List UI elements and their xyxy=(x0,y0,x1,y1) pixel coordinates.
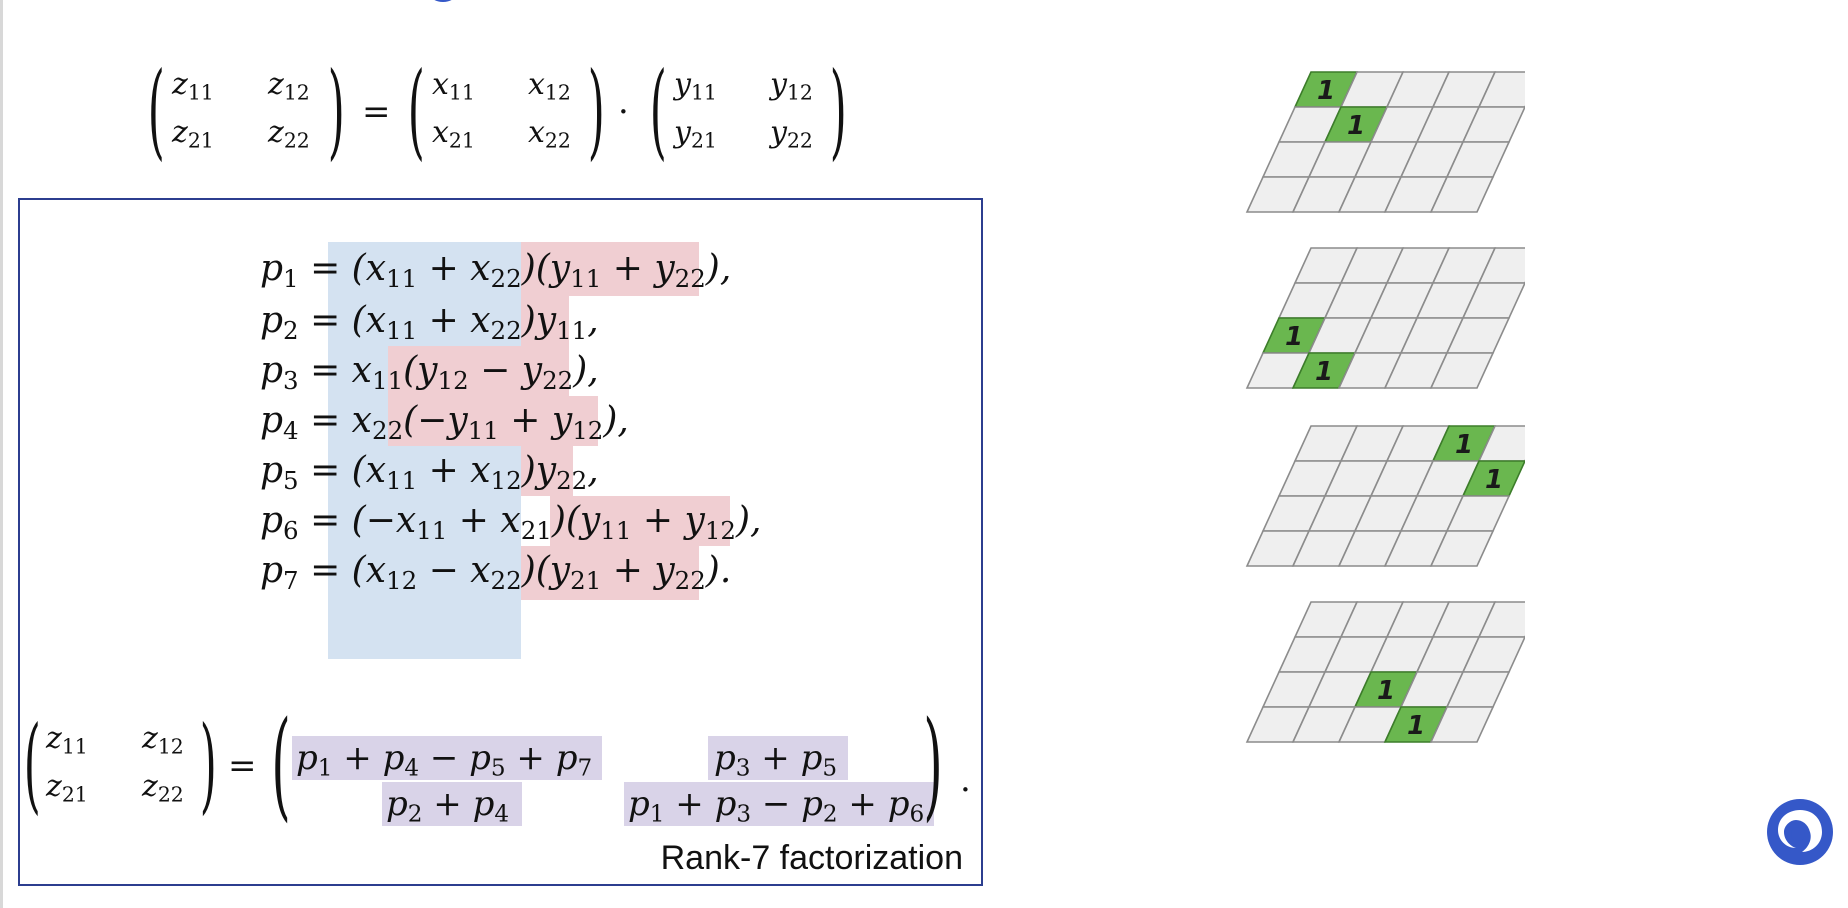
y-matrix: ( y11 y12 y21 y22 ) xyxy=(649,49,847,171)
result-left-paren: ( xyxy=(271,695,291,833)
z12: z12 xyxy=(268,67,310,105)
product-row-3: p3 = x11(y12 − y22), xyxy=(260,350,599,395)
product-row-6: p6 = (−x11 + x21)(y11 + y12), xyxy=(260,500,762,545)
grid-cell-value: 1 xyxy=(1485,465,1503,495)
x12: x12 xyxy=(528,67,571,105)
deepmind-logo-icon xyxy=(1767,799,1833,865)
product-row-2: p2 = (x11 + x22)y11, xyxy=(260,300,599,345)
product-row-5: p5 = (x11 + x12)y22, xyxy=(260,450,599,495)
c21-highlight xyxy=(382,782,522,826)
grid-cell-value: 1 xyxy=(1285,322,1303,352)
result-c11: p1 + p4 − p5 + p7 xyxy=(296,738,593,782)
product-row-4: p4 = x22(−y11 + y12), xyxy=(260,400,629,445)
y21: y21 xyxy=(674,115,717,153)
y-factor-highlight-p1 xyxy=(521,242,699,296)
c22-highlight xyxy=(624,782,934,826)
result-equals: = xyxy=(228,746,257,786)
c11-highlight xyxy=(292,736,602,780)
grid-cell-value: 1 xyxy=(1347,111,1365,141)
decorative-arc xyxy=(430,0,456,2)
grid-cell xyxy=(1429,706,1495,743)
z21: z21 xyxy=(172,115,214,153)
x21: x21 xyxy=(432,115,475,153)
grid-cell xyxy=(1477,601,1525,638)
result-c21: p2 + p4 xyxy=(386,784,510,828)
z11: z11 xyxy=(172,67,214,105)
x11: x11 xyxy=(432,67,475,105)
x22: x22 xyxy=(528,115,571,153)
caption: Rank-7 factorization xyxy=(660,839,963,877)
y-factor-highlight-p3 xyxy=(388,346,569,396)
grid-cell-value: 1 xyxy=(1317,76,1335,106)
left-divider xyxy=(0,0,3,908)
y-factor-highlight-p4 xyxy=(388,396,598,446)
grid-cell xyxy=(1477,247,1525,284)
grid-cell xyxy=(1477,71,1525,108)
tensor-grid-2: 11 xyxy=(1245,247,1525,389)
z22: z22 xyxy=(268,115,310,153)
result-c12: p3 + p5 xyxy=(714,738,838,782)
y-factor-highlight-p6 xyxy=(550,496,730,546)
x-matrix: ( x11 x12 x21 x22 ) xyxy=(407,49,605,171)
tensor-grid-1: 11 xyxy=(1245,71,1525,213)
y-factor-highlight-p2 xyxy=(521,296,569,346)
y12: y12 xyxy=(770,67,813,105)
result-period: . xyxy=(960,760,971,800)
tensor-grid-3: 11 xyxy=(1245,425,1525,567)
grid-cell xyxy=(1477,425,1525,462)
grid-cell-value: 1 xyxy=(1407,711,1425,741)
grid-cell-value: 1 xyxy=(1377,676,1395,706)
rz22: z22 xyxy=(142,769,184,807)
grid-cell xyxy=(1429,176,1495,213)
y-factor-highlight-p7 xyxy=(521,546,699,600)
y-factor-highlight-p5 xyxy=(521,446,573,496)
result-right-paren: ) xyxy=(923,695,943,833)
y22: y22 xyxy=(770,115,813,153)
result-c22: p1 + p3 − p2 + p6 xyxy=(628,784,925,828)
c12-highlight xyxy=(708,736,848,780)
y11: y11 xyxy=(674,67,717,105)
equals-sign: = xyxy=(362,92,391,132)
rz11: z11 xyxy=(46,721,88,759)
rz21: z21 xyxy=(46,769,88,807)
dot-operator: · xyxy=(618,92,629,132)
z-matrix: ( z11 z12 z21 z22 ) xyxy=(147,49,345,171)
result-z-matrix: ( z11 z12 z21 z22 ) xyxy=(23,703,217,825)
product-row-1: p1 = (x11 + x22)(y11 + y22), xyxy=(260,248,732,293)
tensor-grid-4: 11 xyxy=(1245,601,1525,743)
grid-cell xyxy=(1429,352,1495,389)
rz12: z12 xyxy=(142,721,184,759)
product-row-7: p7 = (x12 − x22)(y21 + y22). xyxy=(260,550,732,595)
grid-cell-value: 1 xyxy=(1315,357,1333,387)
grid-cell xyxy=(1429,530,1495,567)
factorization-box: p1 = (x11 + x22)(y11 + y22), p2 = (x11 +… xyxy=(18,198,983,886)
grid-cell-value: 1 xyxy=(1455,430,1473,460)
x-factor-highlight xyxy=(328,242,521,659)
